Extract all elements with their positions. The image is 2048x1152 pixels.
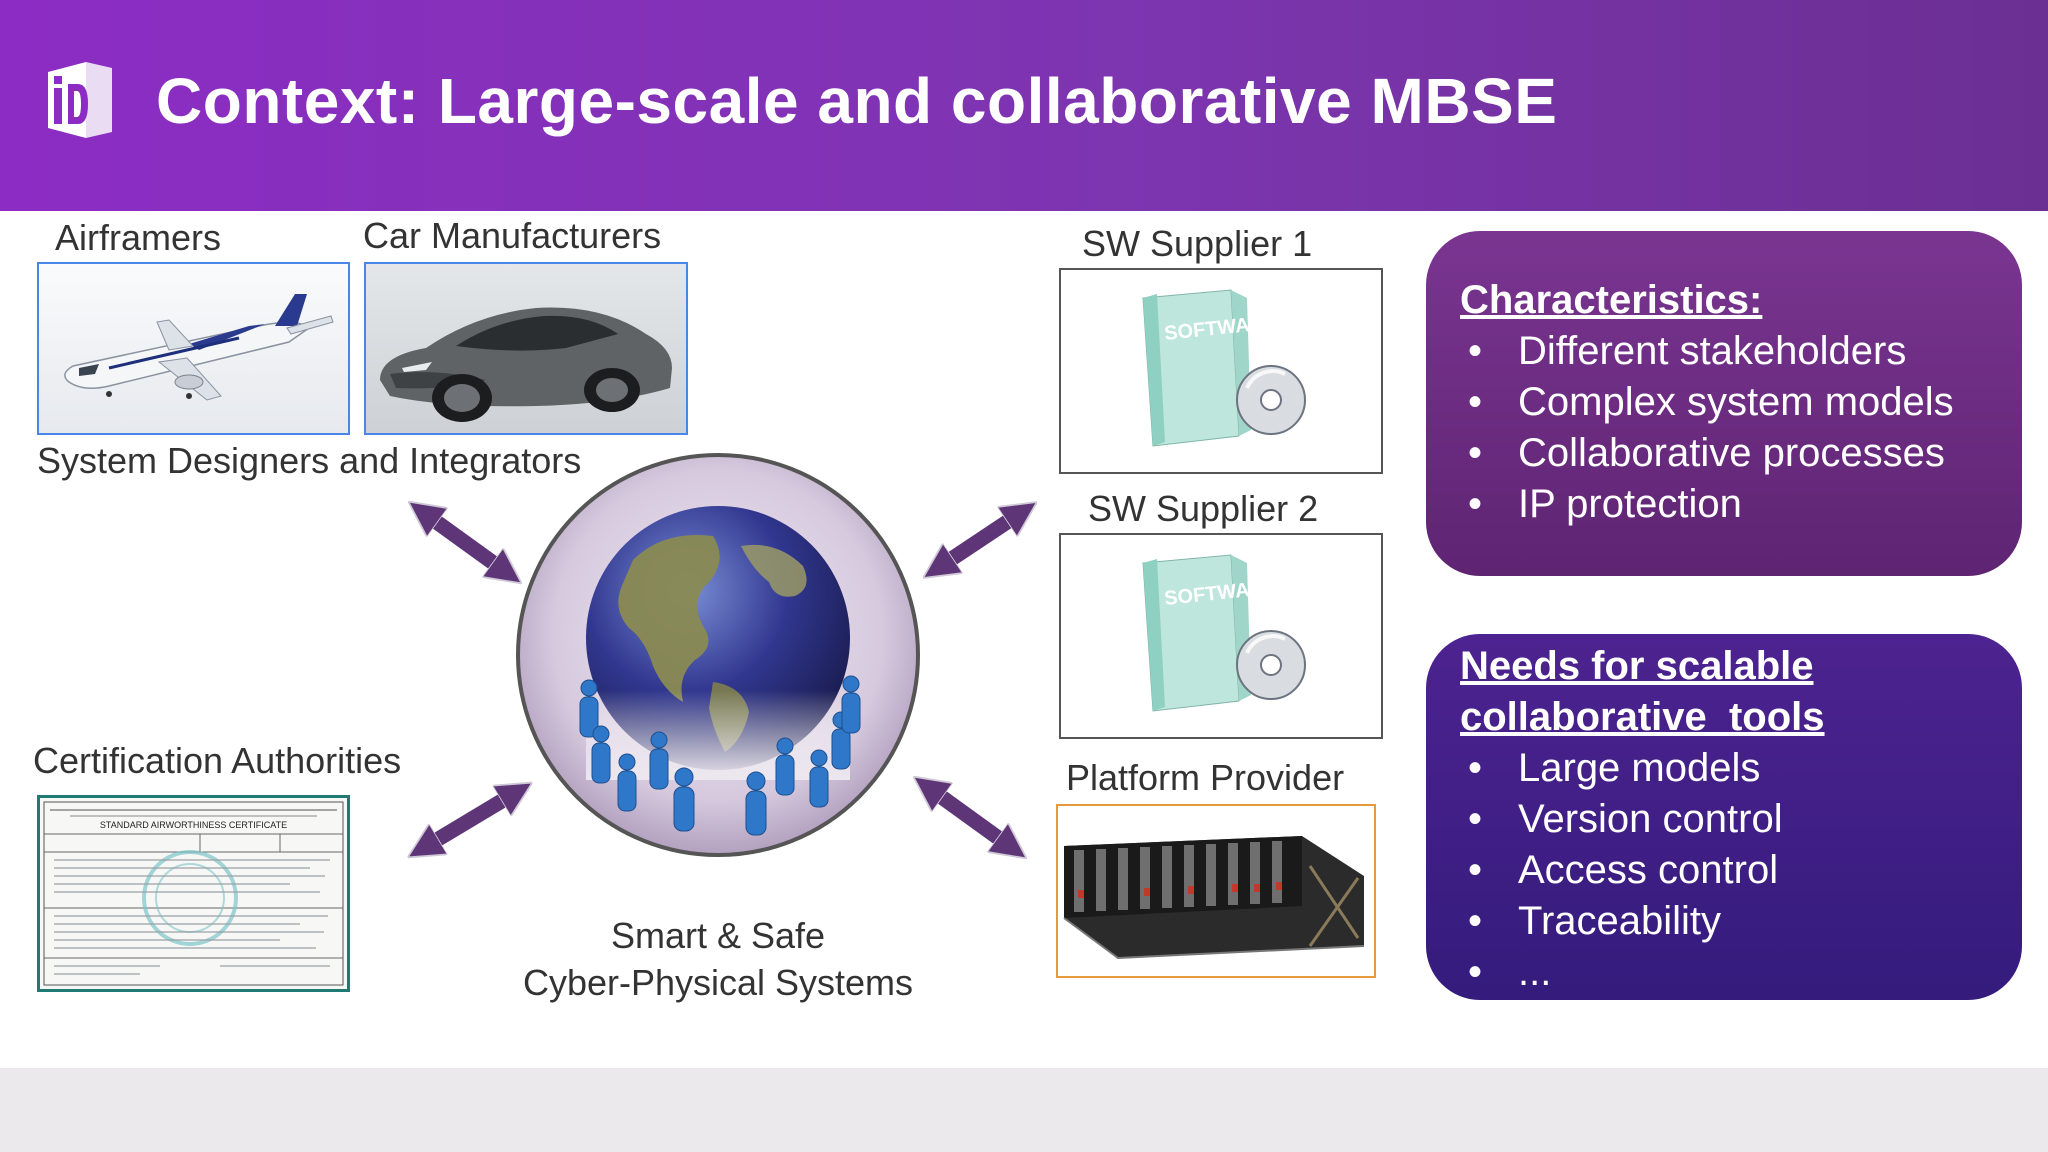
list-item: •...: [1467, 950, 1552, 994]
characteristics-heading: Characteristics:: [1460, 278, 1763, 322]
software-box-1-image: SOFTWARE: [1059, 268, 1383, 474]
car-image: [364, 262, 688, 435]
needs-heading-line2: collaborative tools: [1460, 695, 1825, 739]
needs-panel: Needs for scalable collaborative tools •…: [1426, 634, 2022, 1000]
airplane-image: [37, 262, 350, 435]
arrow-certification: [420, 790, 520, 850]
certification-authorities-label: Certification Authorities: [33, 740, 402, 781]
characteristics-panel: Characteristics: •Different stakeholders…: [1426, 231, 2022, 576]
arrow-supplier: [935, 510, 1025, 570]
title-bar: Context: Large-scale and collaborative M…: [0, 0, 2048, 211]
center-caption-line2: Cyber-Physical Systems: [522, 962, 914, 1003]
list-item: •Complex system models: [1467, 380, 1954, 424]
center-caption: Smart & Safe Cyber-Physical Systems: [468, 912, 968, 1006]
center-caption-line1: Smart & Safe: [610, 915, 826, 956]
list-item: •Large models: [1467, 746, 1761, 790]
car-manufacturers-label: Car Manufacturers: [363, 215, 662, 256]
list-item: •Access control: [1467, 848, 1779, 892]
list-item: •Different stakeholders: [1467, 329, 1907, 373]
characteristics-list: •Different stakeholders •Complex system …: [1460, 326, 2022, 530]
list-item: •Collaborative processes: [1467, 431, 1945, 475]
needs-heading-line1: Needs for scalable: [1460, 644, 1814, 688]
certificate-heading: STANDARD AIRWORTHINESS CERTIFICATE: [99, 820, 288, 830]
id-logo-icon: [48, 62, 112, 138]
arrow-designers: [420, 510, 510, 575]
platform-provider-label: Platform Provider: [1066, 757, 1345, 798]
arrow-platform: [925, 785, 1015, 850]
footer-band: [0, 1068, 2048, 1152]
platform-hardware-image: [1056, 804, 1376, 978]
system-designers-label: System Designers and Integrators: [37, 440, 582, 481]
globe-illustration: [513, 450, 923, 860]
airframers-label: Airframers: [55, 217, 222, 258]
software-box-2-image: SOFTWARE: [1059, 533, 1383, 739]
certificate-image: STANDARD AIRWORTHINESS CERTIFICATE: [37, 795, 350, 992]
needs-list: •Large models •Version control •Access c…: [1460, 743, 2022, 998]
list-item: •Version control: [1467, 797, 1783, 841]
sw-supplier-2-label: SW Supplier 2: [1088, 488, 1319, 529]
list-item: •IP protection: [1467, 482, 1742, 526]
list-item: •Traceability: [1467, 899, 1722, 943]
slide-title: Context: Large-scale and collaborative M…: [156, 65, 1558, 137]
sw-supplier-1-label: SW Supplier 1: [1082, 223, 1313, 264]
